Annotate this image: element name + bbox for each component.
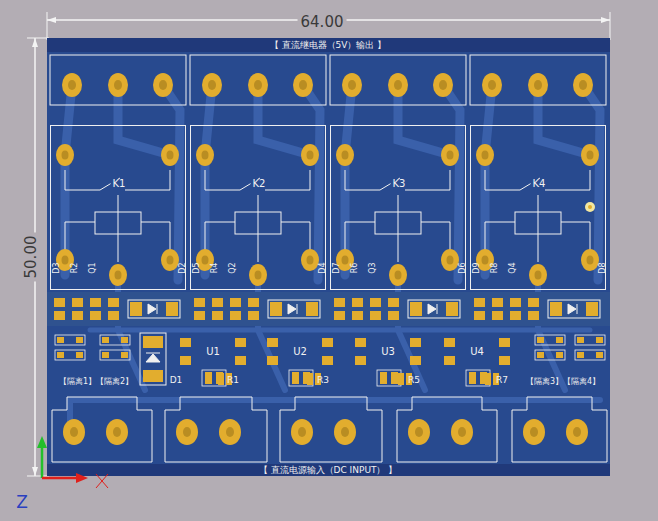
- designator: D4: [319, 262, 327, 273]
- designator: R5: [408, 376, 420, 385]
- chip-designator: U3: [381, 347, 395, 357]
- bottom-strip: [47, 464, 610, 476]
- relay-designator: K4: [531, 179, 548, 189]
- designator: D9: [473, 262, 481, 273]
- title-strip: [47, 38, 610, 52]
- optocoupler-body: U4: [464, 343, 490, 361]
- silkscreen-note: 【隔离1】【隔离2】: [59, 378, 133, 386]
- smd-components: [47, 292, 610, 385]
- optocoupler-body: U1: [200, 343, 226, 361]
- designator: R8: [491, 263, 499, 274]
- optocoupler-body: U3: [375, 343, 401, 361]
- relay-symbols: [56, 144, 599, 286]
- designator: D1: [170, 376, 183, 385]
- designator: R3: [317, 376, 329, 385]
- designator: Q3: [369, 262, 377, 273]
- designator: D6: [459, 262, 467, 273]
- axis-indicator: [37, 436, 108, 488]
- silkscreen-note: 【隔离3】【隔离4】: [526, 378, 600, 386]
- output-terminal-blocks: [50, 55, 606, 105]
- pcb-board: [47, 38, 610, 476]
- designator: D5: [193, 262, 201, 273]
- designator: Q2: [229, 262, 237, 273]
- dimension-value: 50.00: [24, 233, 39, 282]
- optocoupler-body: U2: [287, 343, 313, 361]
- copper-traces: [65, 85, 600, 430]
- relay-designator: K1: [111, 179, 128, 189]
- dimension-value: 64.00: [298, 15, 347, 30]
- designator: D2: [179, 262, 187, 273]
- chip-designator: U4: [470, 347, 484, 357]
- designator: Q1: [89, 262, 97, 273]
- designator: D8: [599, 262, 607, 273]
- designator: D7: [333, 262, 341, 273]
- designator: R1: [227, 376, 239, 385]
- designator: R6: [351, 263, 359, 274]
- input-terminal-blocks: [52, 397, 607, 462]
- designator: R7: [496, 376, 508, 385]
- dimension-lines: [27, 12, 610, 476]
- designator: D3: [53, 262, 61, 273]
- relay-designator: K3: [391, 179, 408, 189]
- chip-designator: U1: [206, 347, 220, 357]
- designator: R4: [211, 263, 219, 274]
- optocoupler-pads: [180, 338, 510, 386]
- relay-designator: K2: [251, 179, 268, 189]
- silkscreen-title: 【 直流电源输入（DC INPUT） 】: [259, 466, 398, 475]
- designator: R2: [71, 263, 79, 274]
- silkscreen-title: 【 直流继电器（5V）输出 】: [270, 41, 387, 50]
- axis-label: Z: [16, 494, 28, 511]
- designator: Q4: [509, 262, 517, 273]
- chip-designator: U2: [293, 347, 307, 357]
